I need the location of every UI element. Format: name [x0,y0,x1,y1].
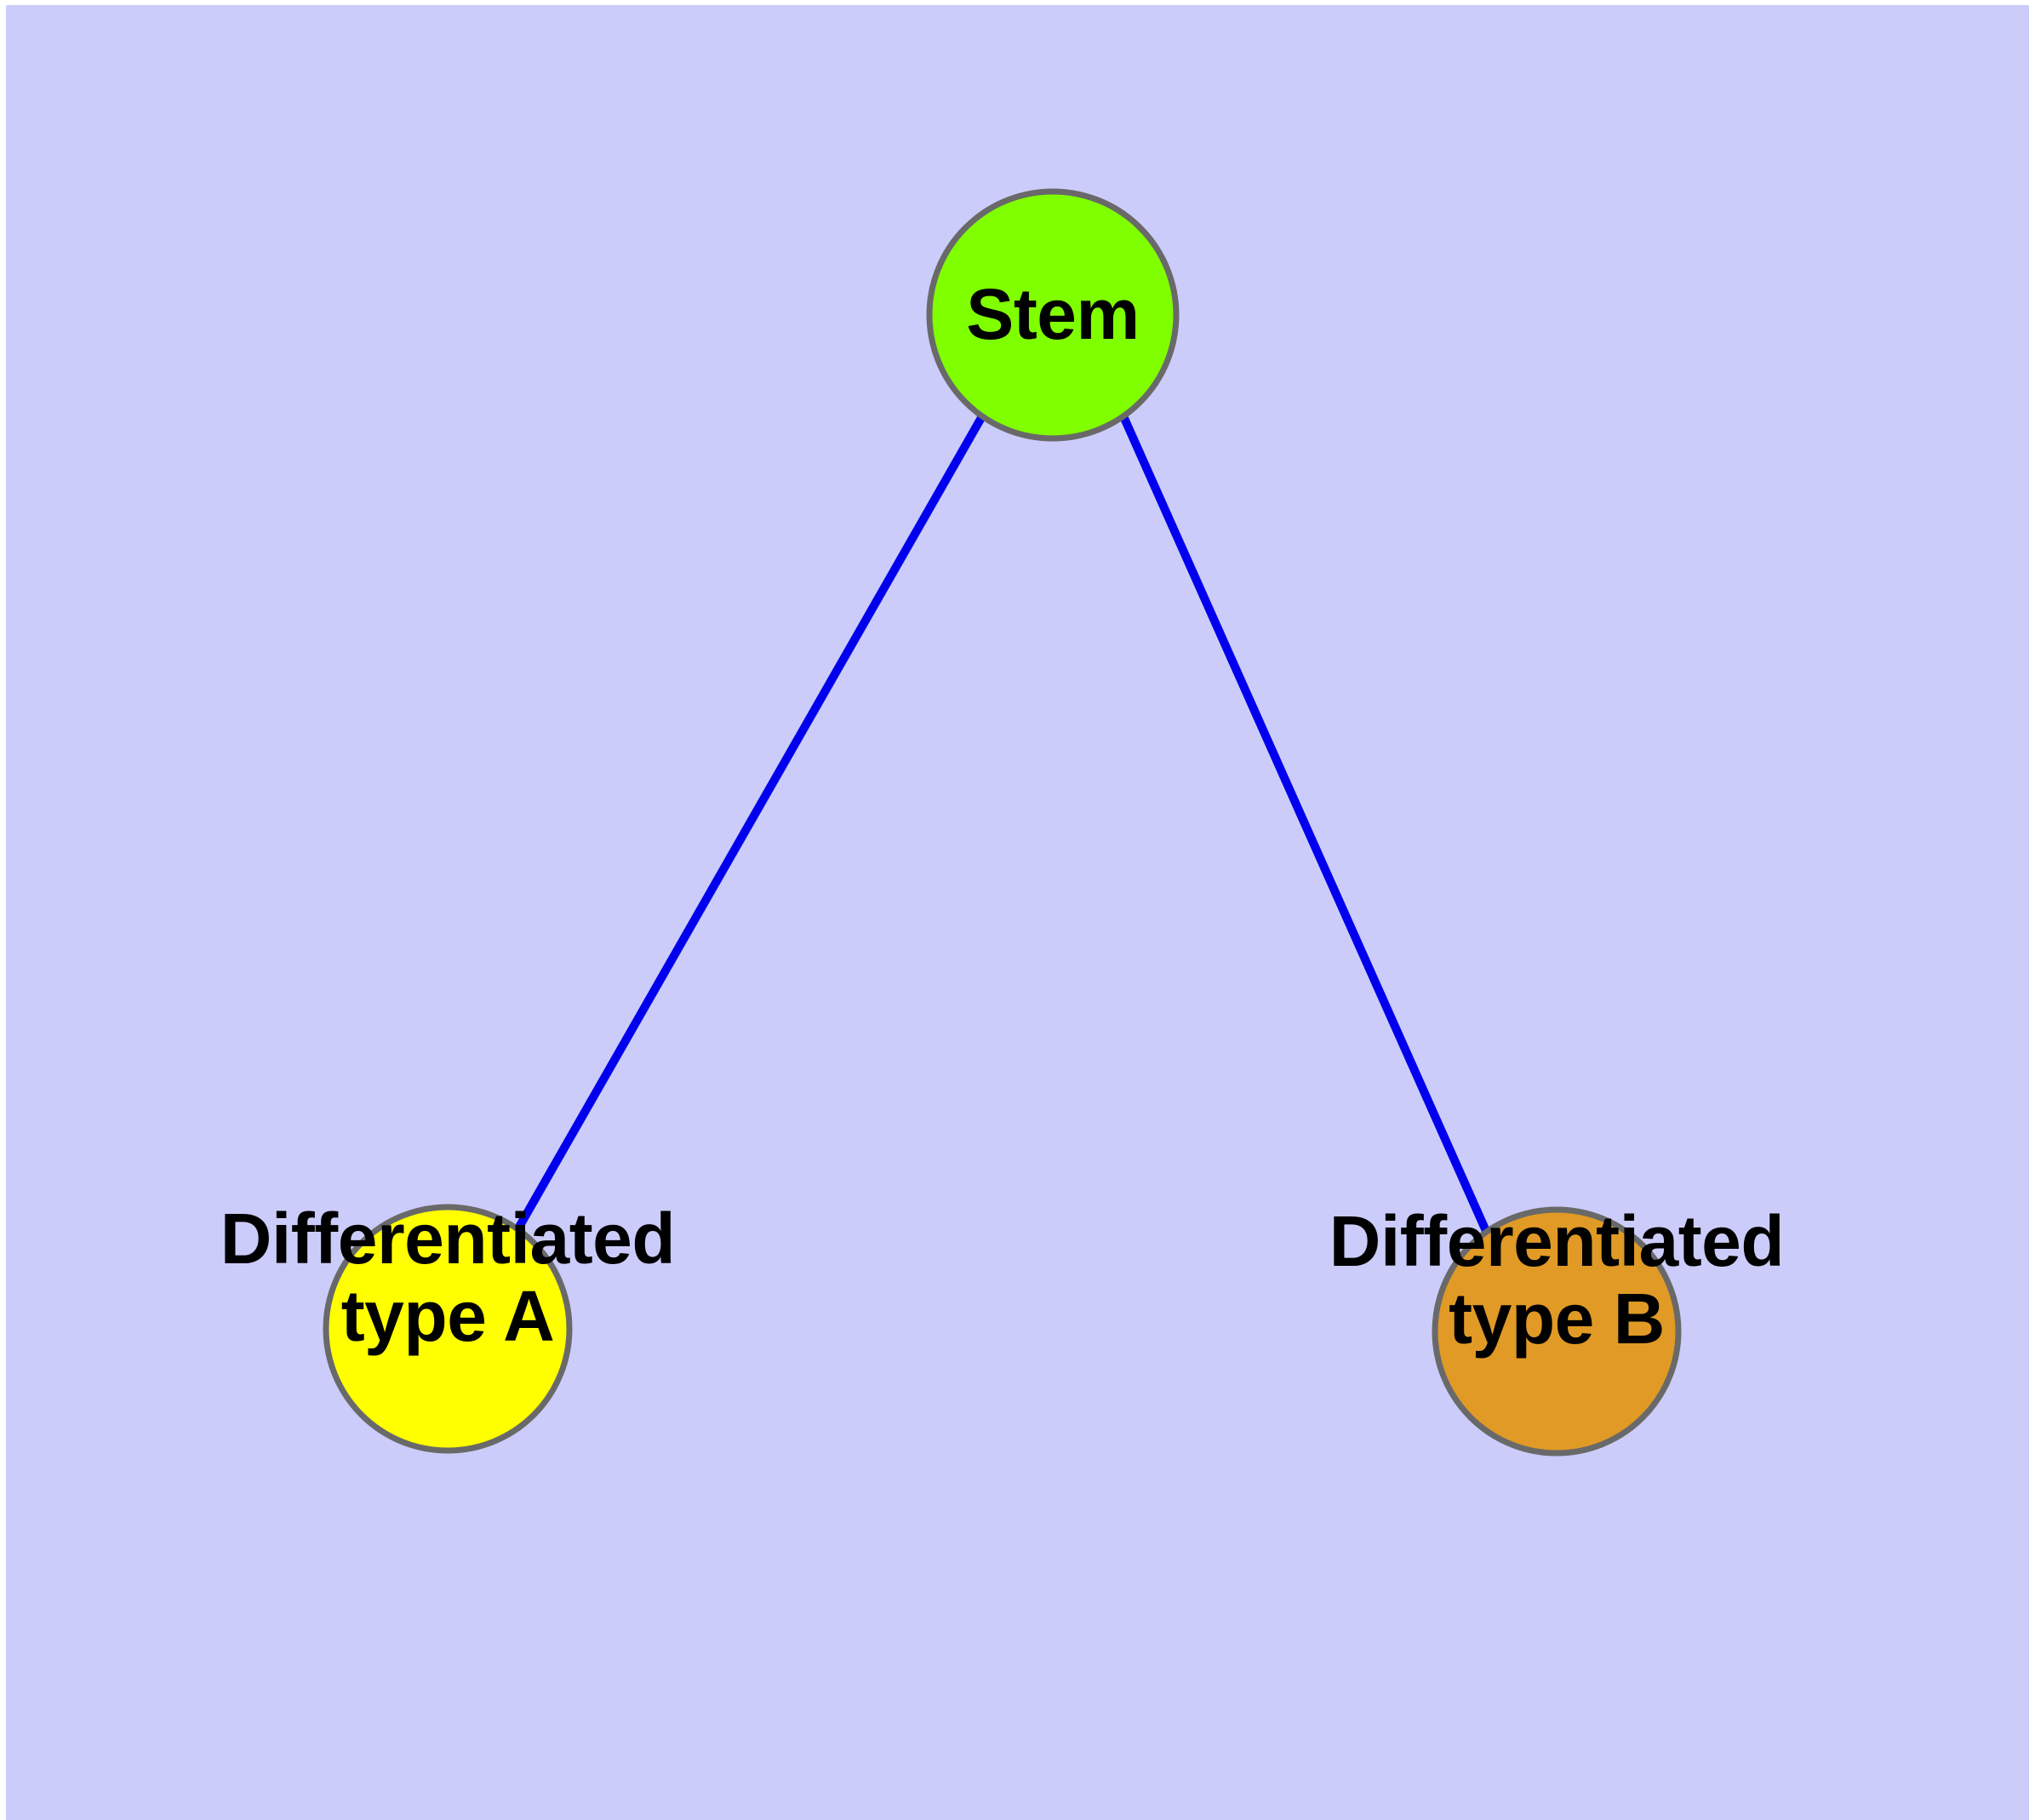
edge-stem-to-differentiated-type-a[interactable] [514,414,986,1231]
graph-svg [323,188,1682,1457]
node-layer [323,188,1682,1457]
node-differentiated-type-a[interactable] [323,1204,573,1454]
edge-layer [514,414,1490,1233]
graph-plot-area: Stem Differentiated type A Differentiate… [6,5,2029,1820]
node-stem[interactable] [926,188,1180,442]
node-differentiated-type-b[interactable] [1432,1206,1682,1457]
edge-stem-to-differentiated-type-b[interactable] [1119,414,1490,1233]
